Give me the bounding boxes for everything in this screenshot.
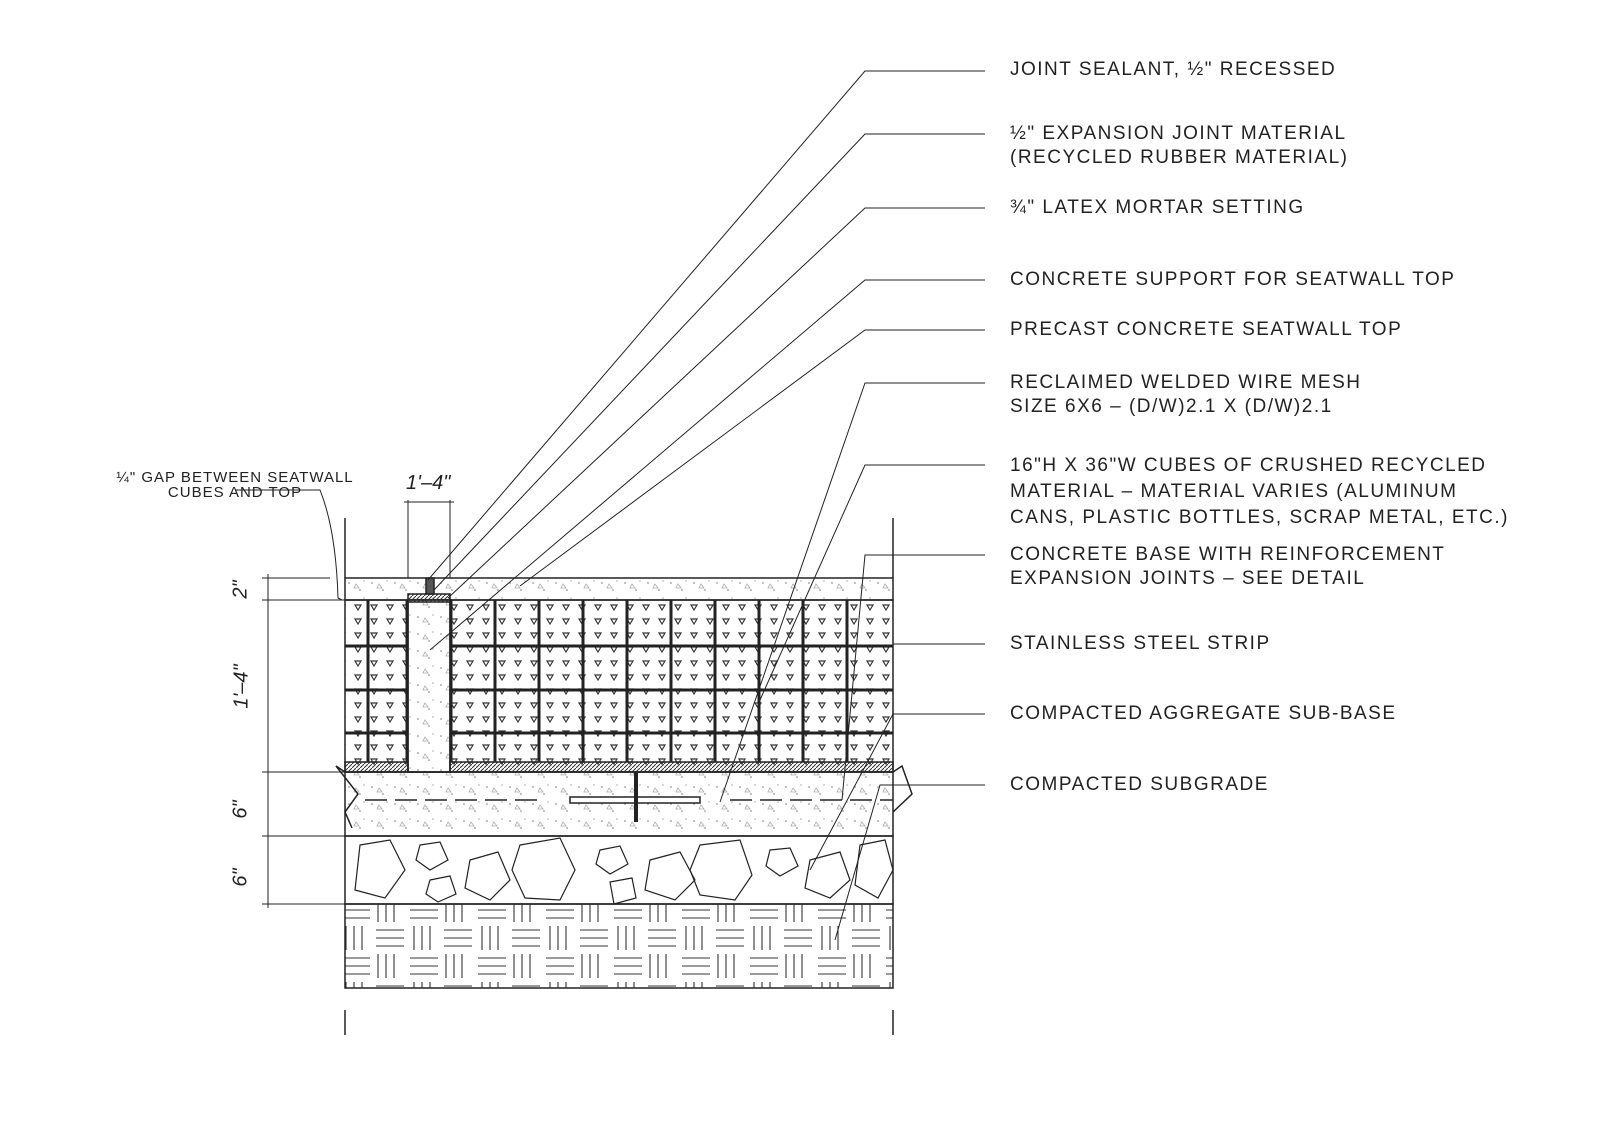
concrete-base — [344, 771, 894, 837]
label-aggregate: COMPACTED AGGREGATE SUB-BASE — [1010, 703, 1397, 724]
latex-mortar-setting — [344, 761, 409, 773]
label-line: EXPANSION JOINTS – SEE DETAIL — [1010, 568, 1366, 589]
label-line: (RECYCLED RUBBER MATERIAL) — [1010, 147, 1349, 168]
dim-top-width: 1'–4" — [406, 472, 451, 494]
label-precast-top: PRECAST CONCRETE SEATWALL TOP — [1010, 319, 1403, 340]
label-expansion-joint: ½" EXPANSION JOINT MATERIAL (RECYCLED RUB… — [1010, 122, 1348, 170]
dim-cubes: 1'–4" — [230, 664, 253, 709]
dim-base: 6" — [229, 800, 252, 819]
label-line: SIZE 6X6 – (D/W)2.1 X (D/W)2.1 — [1010, 396, 1333, 417]
label-line: 16"H X 36"W CUBES OF CRUSHED RECYCLED — [1010, 455, 1487, 476]
label-latex-mortar: ¾" LATEX MORTAR SETTING — [1010, 197, 1305, 218]
label-stainless-strip: STAINLESS STEEL STRIP — [1010, 633, 1271, 654]
dim-top: 2" — [229, 580, 252, 599]
label-line: MATERIAL – MATERIAL VARIES (ALUMINUM — [1010, 481, 1458, 502]
label-line: CONCRETE BASE WITH REINFORCEMENT — [1010, 544, 1446, 565]
label-line: RECLAIMED WELDED WIRE MESH — [1010, 372, 1362, 393]
label-joint-sealant: JOINT SEALANT, ½" RECESSED — [1010, 59, 1337, 80]
label-concrete-base: CONCRETE BASE WITH REINFORCEMENT EXPANSIO… — [1010, 543, 1445, 591]
compacted-subgrade — [344, 903, 894, 989]
gap-note-line: CUBES AND TOP — [167, 484, 303, 501]
gap-note-line: ¼" GAP BETWEEN SEATWALL — [116, 469, 354, 486]
label-concrete-support: CONCRETE SUPPORT FOR SEATWALL TOP — [1010, 269, 1456, 290]
label-wire-mesh: RECLAIMED WELDED WIRE MESH SIZE 6X6 – (D/… — [1010, 371, 1361, 419]
label-line: ½" EXPANSION JOINT MATERIAL — [1010, 123, 1347, 144]
joint-sealant — [425, 577, 435, 595]
label-subgrade: COMPACTED SUBGRADE — [1010, 774, 1269, 795]
expansion-joint — [407, 593, 451, 603]
dim-subbase: 6" — [229, 868, 252, 887]
label-line: CANS, PLASTIC BOTTLES, SCRAP METAL, ETC.… — [1010, 507, 1509, 528]
label-cubes: 16"H X 36"W CUBES OF CRUSHED RECYCLED MAT… — [1010, 453, 1509, 531]
